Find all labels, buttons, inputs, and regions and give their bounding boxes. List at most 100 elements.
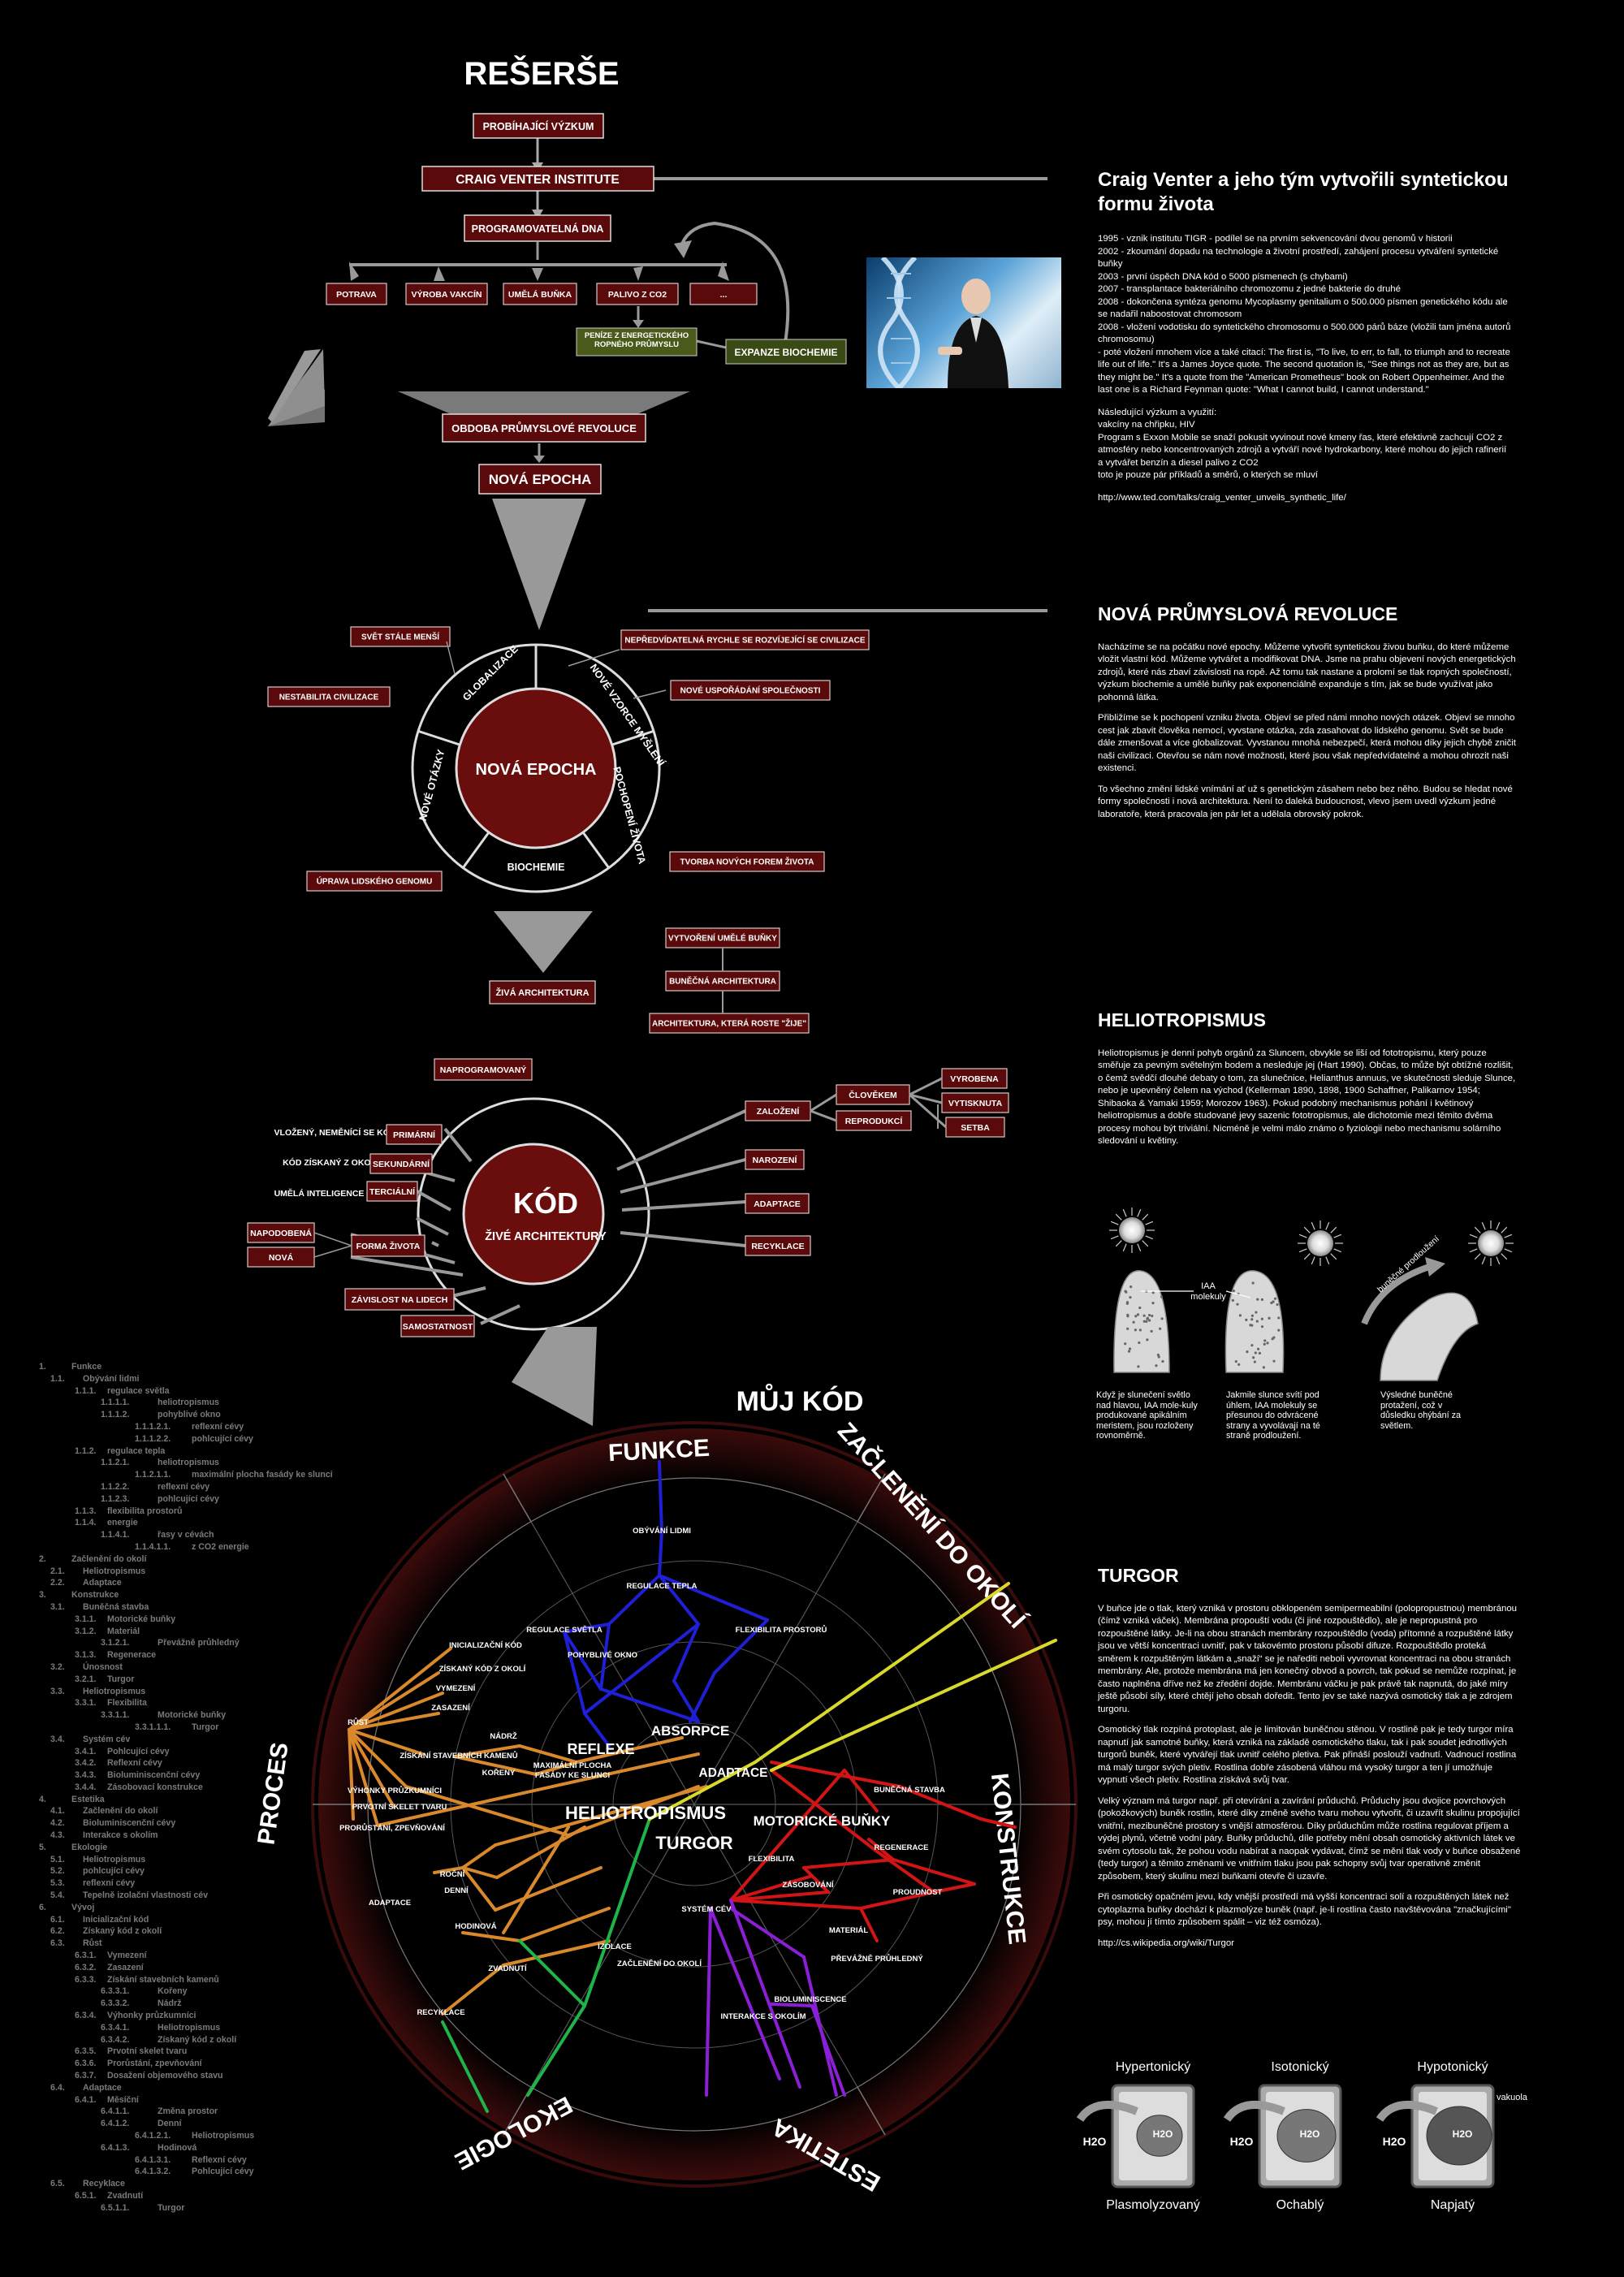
svg-text:TERCIÁLNÍ: TERCIÁLNÍ [369,1186,416,1197]
helio-caption-2: Jakmile slunce svítí pod úhlem, IAA mole… [1226,1390,1328,1441]
new-epoch-box: NOVÁ EPOCHA [479,464,601,494]
helio-paragraph: Heliotropismus je denní pohyb orgánů za … [1098,1048,1520,1148]
kod-clovekem-box: VYTISKNUTA [942,1093,1009,1113]
epoch-center-label: NOVÁ EPOCHA [476,760,597,779]
outline-item: 4.1.Začlenění do okolí [39,1805,429,1817]
sun-icon [1119,1217,1504,1256]
h2o-label: H2O [1083,2135,1107,2148]
turgor-cell-title: Hypertonický [1116,2060,1190,2074]
outline-item: 1.1.4.1.řasy v cévách [39,1529,429,1541]
outline-item: 5.Ekologie [39,1842,429,1854]
outline-item: 3.4.4.Zásobovací konstrukce [39,1782,429,1794]
venter-section: Craig Venter a jeho tým vytvořili syntet… [1098,168,1512,512]
revolution-p3: To všechno změní lidské vnímání ať už s … [1098,784,1520,822]
outline-list: 1.Funkce1.1.Obývání lidmi1.1.1.regulace … [39,1361,429,2214]
outline-item: 3.Konstrukce [39,1589,429,1601]
turgor-cell-caption: Napjatý [1431,2198,1475,2212]
h2o-label: H2O [1300,2128,1320,2140]
living-architecture-box: ŽIVÁ ARCHITEKTURA [490,981,595,1004]
svg-text:SVĚT STÁLE MENŠÍ: SVĚT STÁLE MENŠÍ [361,632,439,642]
outline-item: 6.3.4.2.Získaný kód z okolí [39,2034,429,2046]
outline-item: 1.Funkce [39,1361,429,1373]
svg-text:REPRODUKCÍ: REPRODUKCÍ [845,1116,904,1126]
wheel-node: OBÝVÁNÍ LIDMI [633,1526,691,1536]
branch-box: UMĚLÁ BUŇKA [503,283,577,305]
branch-box: ... [690,283,757,305]
kod-left-label: VLOŽENÝ, NEMĚNÍCÍ SE KÓD [274,1127,396,1138]
wheel-node: PROUDNOST [893,1888,943,1897]
outline-item: 6.3.4.Výhonky průzkumníci [39,2010,429,2022]
wheel-node: FASÁDY KE SLUNCI [535,1771,610,1780]
helio-section: HELIOTROPISMUS Heliotropismus je denní p… [1098,1009,1520,1156]
kod-left-box: TERCIÁLNÍ [367,1182,417,1201]
wheel-node: VYMEZENÍ [436,1684,476,1693]
turgor-heading: TURGOR [1098,1564,1522,1588]
outline-item: 3.4.1.Pohlcující cévy [39,1746,429,1758]
outline-item: 2.1.Heliotropismus [39,1566,429,1578]
page-title: REŠERŠE [464,54,619,92]
outline-item: 1.1.4.1.1.z CO2 energie [39,1541,429,1553]
outline-item: 3.1.1.Motorické buňky [39,1614,429,1626]
kod-left-box: SEKUNDÁRNÍ [370,1154,432,1173]
vakuola-label: vakuola [1497,2093,1528,2102]
turgor-cell-title: Isotonický [1271,2060,1328,2074]
svg-text:ADAPTACE: ADAPTACE [754,1199,801,1209]
wheel-node: INICIALIZAČNÍ KÓD [449,1640,522,1650]
outline-item: 1.1.2.3.pohlcující cévy [39,1493,429,1506]
wheel-node: POHYBLIVÉ OKNO [568,1651,637,1660]
venter-photo [866,257,1061,388]
svg-text:EXPANZE BIOCHEMIE: EXPANZE BIOCHEMIE [734,347,837,358]
kod-center: KÓD [513,1186,578,1220]
wheel-node: FLEXIBILITA PROSTORŮ [736,1625,827,1635]
svg-text:...: ... [720,290,728,300]
kod-bottom-box: ZÁVISLOST NA LIDECH [345,1289,454,1310]
outline-item: 5.3.reflexní cévy [39,1877,429,1890]
revolution-section: NOVÁ PRŮMYSLOVÁ REVOLUCE Nacházíme se na… [1098,603,1520,829]
wheel-hub-label: MOTORICKÉ BUŇKY [754,1813,891,1829]
wheel-node: REGULACE TEPLA [626,1582,697,1591]
turgor-p4: Při osmotický opačném jevu, kdy vnější p… [1098,1891,1522,1929]
wheel-node: ZASAZENÍ [431,1704,470,1713]
wheel-node: DENNÍ [444,1886,469,1895]
epoch-box: SVĚT STÁLE MENŠÍ [351,627,450,646]
outline-item: 6.5.1.1.Turgor [39,2202,429,2214]
wheel-hub-label: REFLEXE [567,1741,634,1757]
venter-url: http://www.ted.com/talks/craig_venter_un… [1098,492,1512,505]
outline-item: 6.3.2.Zasazení [39,1962,429,1974]
svg-text:CRAIG VENTER INSTITUTE: CRAIG VENTER INSTITUTE [456,173,620,187]
branch-box: POTRAVA [326,283,387,305]
outline-item: 1.1.Obývání lidmi [39,1373,429,1385]
wheel-node: KOŘENY [482,1768,516,1778]
ongoing-research-box: PROBÍHAJÍCÍ VÝZKUM [473,114,603,138]
kod-top-box: NAPROGRAMOVANÝ [434,1059,532,1080]
svg-text:POTRAVA: POTRAVA [336,290,377,300]
wheel-node: BIOLUMINISCENCE [774,1995,846,2004]
branch-box: PALIVO Z CO2 [597,283,678,305]
outline-item: 3.4.3.Bioluminiscenční cévy [39,1769,429,1782]
kod-forma-box: FORMA ŽIVOTA [352,1235,425,1256]
svg-text:ZALOŽENÍ: ZALOŽENÍ [757,1106,801,1117]
outline-item: 6.5.1.Zvadnutí [39,2190,429,2202]
chain-box: VYTVOŘENÍ UMĚLÉ BUŇKY [666,928,780,948]
outline-item: 6.4.1.1.Změna prostor [39,2106,429,2118]
epoch-box: NOVÉ USPOŘÁDÁNÍ SPOLEČNOSTI [671,681,830,700]
svg-text:UMĚLÁ BUŇKA: UMĚLÁ BUŇKA [508,289,572,300]
outline-item: 6.4.1.3.Hodinová [39,2142,429,2154]
svg-text:NOVÁ EPOCHA: NOVÁ EPOCHA [489,472,592,487]
venter-heading: Craig Venter a jeho tým vytvořili syntet… [1098,168,1512,217]
wheel-node: ZVADNUTÍ [488,1964,527,1973]
epoch-circle: NOVÁ EPOCHA GLOBALIZACENOVÉ VZORCE MYŠLE… [268,627,869,973]
outline-item: 3.3.Heliotropismus [39,1686,429,1698]
expansion-box: EXPANZE BIOCHEMIE [726,339,846,364]
kod-zalozeni-box: REPRODUKCÍ [836,1111,911,1130]
outline-item: 4.3.Interakce s okolím [39,1830,429,1842]
kod-right-box: NAROZENÍ [745,1150,804,1169]
kod-forma-opt: NOVÁ [248,1247,314,1267]
outline-item: 6.3.1.Vymezení [39,1950,429,1962]
wheel-node: ZÍSKANÝ KÓD Z OKOLÍ [439,1664,526,1674]
kod-bottom-box: SAMOSTATNOST [401,1316,474,1337]
living-chain: VYTVOŘENÍ UMĚLÉ BUŇKYBUNĚČNÁ ARCHITEKTUR… [650,928,809,1033]
outline-item: 6.3.6.Prorůstání, zpevňování [39,2058,429,2070]
outline-item: 1.1.2.1.heliotropismus [39,1457,429,1469]
venter-timeline: 1995 - vznik institutu TIGR - podílel se… [1098,233,1512,397]
